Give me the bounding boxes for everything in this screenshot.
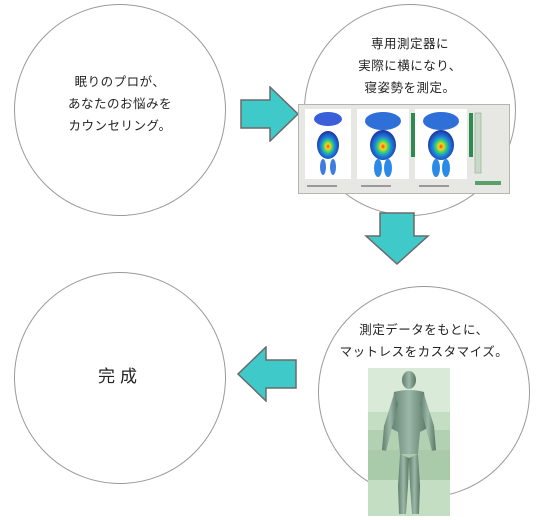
pressure-map-image bbox=[305, 109, 501, 187]
step-measurement-line-3: 寝姿勢を測定。 bbox=[364, 80, 456, 95]
left-arrow-icon bbox=[236, 346, 297, 402]
pressure-map-screenshot bbox=[298, 104, 510, 194]
step-counseling-line-1: 眠りのプロが、 bbox=[74, 74, 166, 89]
step-counseling-line-3: カウンセリング。 bbox=[68, 118, 172, 133]
down-arrow-icon bbox=[364, 212, 430, 266]
step-counseling-line-2: あなたのお悩みを bbox=[67, 96, 172, 111]
mannequin-figure bbox=[382, 371, 436, 514]
step-counseling-circle: 眠りのプロが、 あなたのお悩みを カウンセリング。 bbox=[14, 4, 226, 216]
step-counseling-text: 眠りのプロが、 あなたのお悩みを カウンセリング。 bbox=[15, 71, 225, 137]
step-customize-line-2: マットレスをカスタマイズ。 bbox=[339, 344, 509, 359]
step-customize-line-1: 測定データをもとに、 bbox=[359, 322, 489, 337]
right-arrow-icon bbox=[240, 86, 300, 142]
step-measurement-line-2: 実際に横になり、 bbox=[358, 58, 462, 73]
step-complete-circle: 完成 bbox=[14, 272, 226, 484]
body-scan-image bbox=[368, 368, 450, 516]
step-complete-text: 完成 bbox=[15, 366, 225, 388]
step-measurement-text: 専用測定器に 実際に横になり、 寝姿勢を測定。 bbox=[305, 33, 515, 99]
step-customize-text: 測定データをもとに、 マットレスをカスタマイズ。 bbox=[319, 319, 529, 363]
step-measurement-line-1: 専用測定器に bbox=[370, 36, 449, 51]
step-complete-line-1: 完成 bbox=[98, 367, 142, 387]
